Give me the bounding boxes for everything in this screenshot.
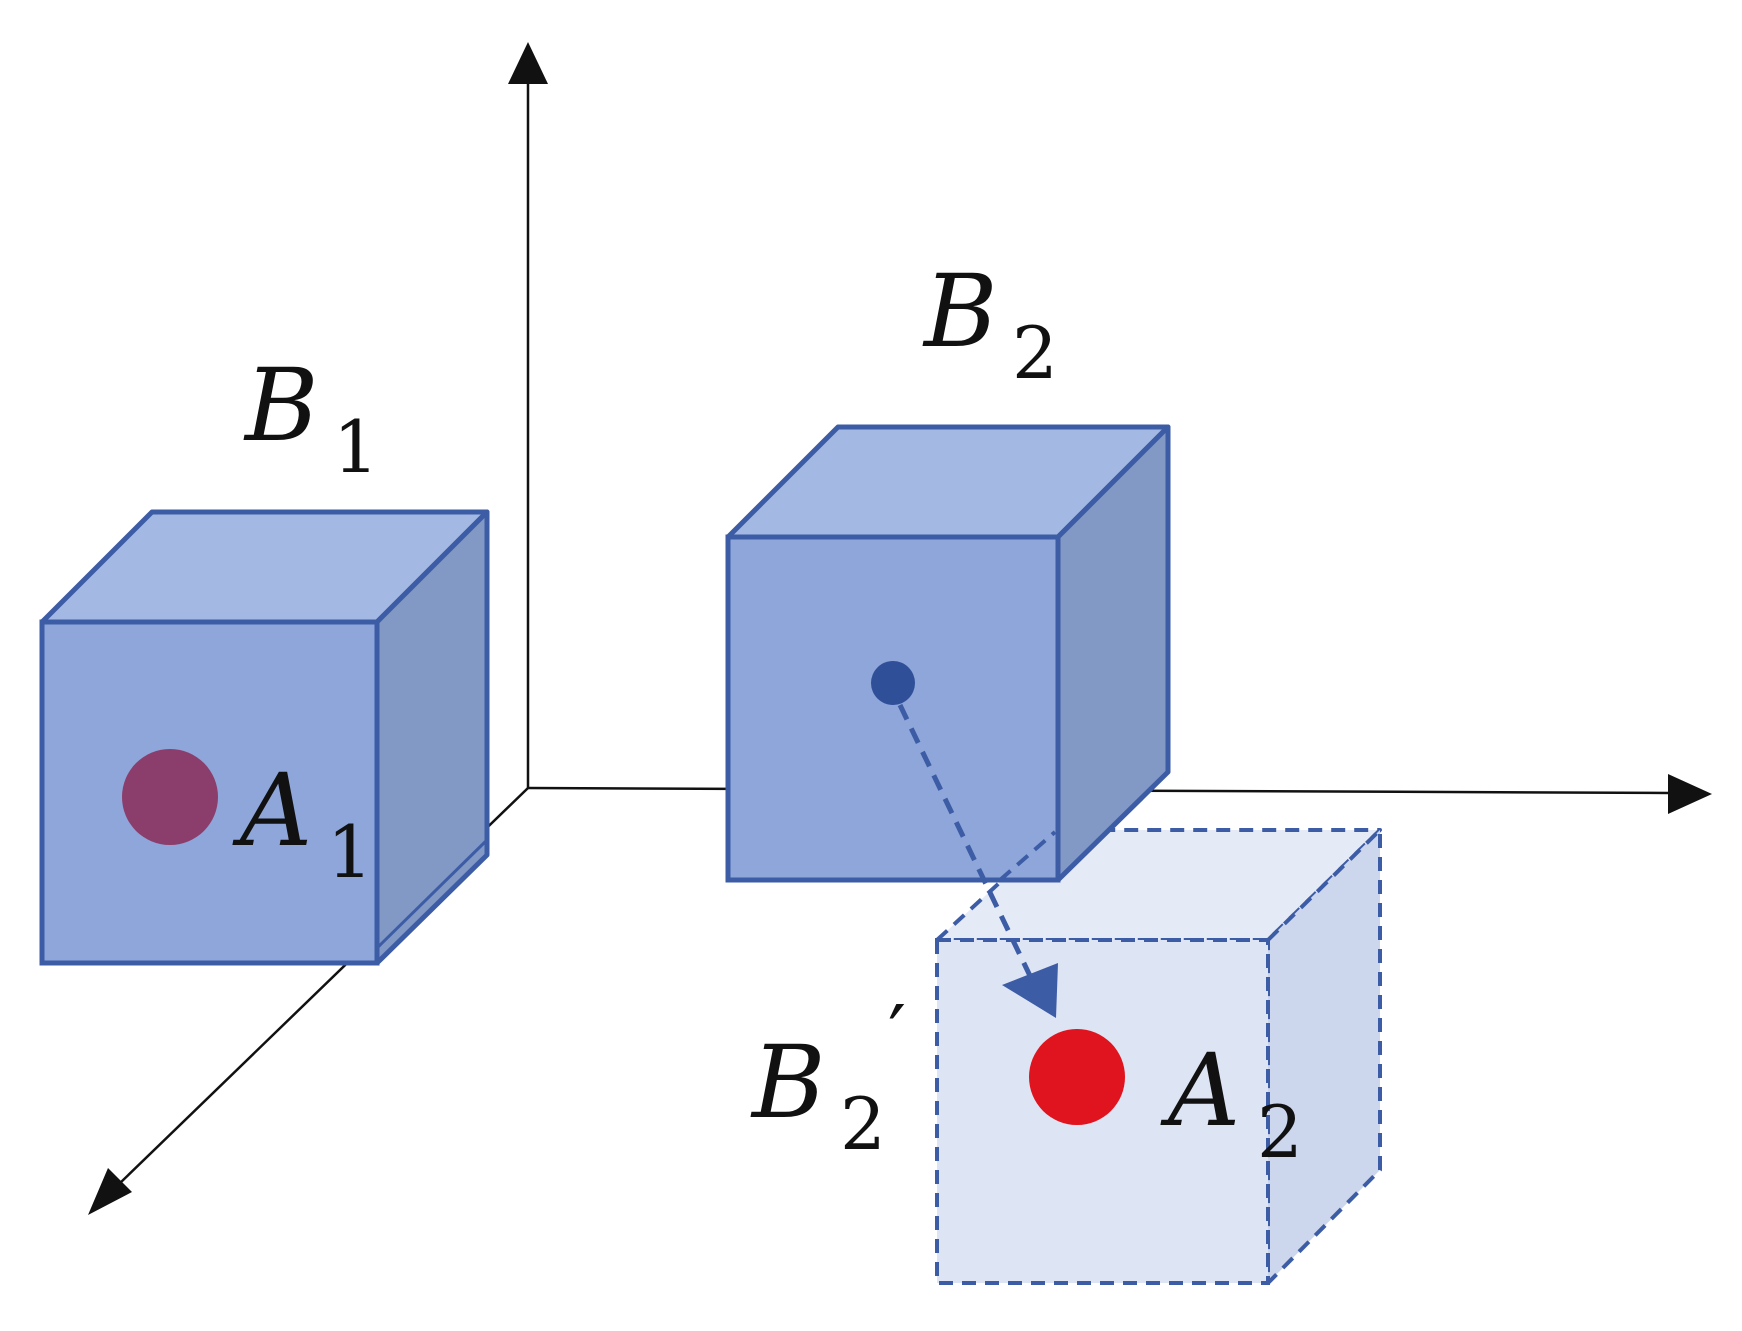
- label-a1-main: A: [232, 752, 312, 869]
- label-b2-prime-mark: ′: [888, 988, 906, 1081]
- label-b2: B 2: [922, 253, 1058, 395]
- label-b1-main: B: [243, 347, 319, 464]
- translation-arrow: [897, 703, 1058, 1018]
- label-b2-prime: B 2 ′: [750, 988, 906, 1166]
- label-b2-prime-main: B: [750, 1024, 826, 1141]
- cube-b2-prime: [935, 828, 1382, 1285]
- cube-b2-prime-hidden-edge-1: [998, 830, 1057, 882]
- z-axis-arrowhead: [508, 42, 548, 84]
- label-b1-sub: 1: [333, 405, 379, 489]
- label-a2-sub: 2: [1257, 1090, 1303, 1174]
- label-a2: A 2: [1160, 1032, 1303, 1174]
- label-b2-sub: 2: [1012, 311, 1058, 395]
- label-a1-sub: 1: [327, 810, 373, 894]
- label-b1: B 1: [243, 347, 379, 489]
- cube-b2: [725, 424, 1171, 883]
- y-axis-arrowhead: [88, 1168, 132, 1215]
- point-b2: [871, 661, 915, 705]
- label-b2-prime-sub: 2: [840, 1082, 886, 1166]
- label-b2-main: B: [922, 253, 998, 370]
- cube-b1-side-edge: [375, 838, 489, 950]
- cube-b2-front: [725, 534, 1061, 883]
- cube-b1: [39, 509, 490, 966]
- label-a1: A 1: [232, 752, 373, 894]
- x-axis-arrowhead: [1668, 774, 1712, 814]
- label-a2-main: A: [1160, 1032, 1240, 1149]
- translation-arrowhead: [1002, 963, 1058, 1018]
- point-a1: [122, 749, 218, 845]
- point-a2: [1029, 1029, 1125, 1125]
